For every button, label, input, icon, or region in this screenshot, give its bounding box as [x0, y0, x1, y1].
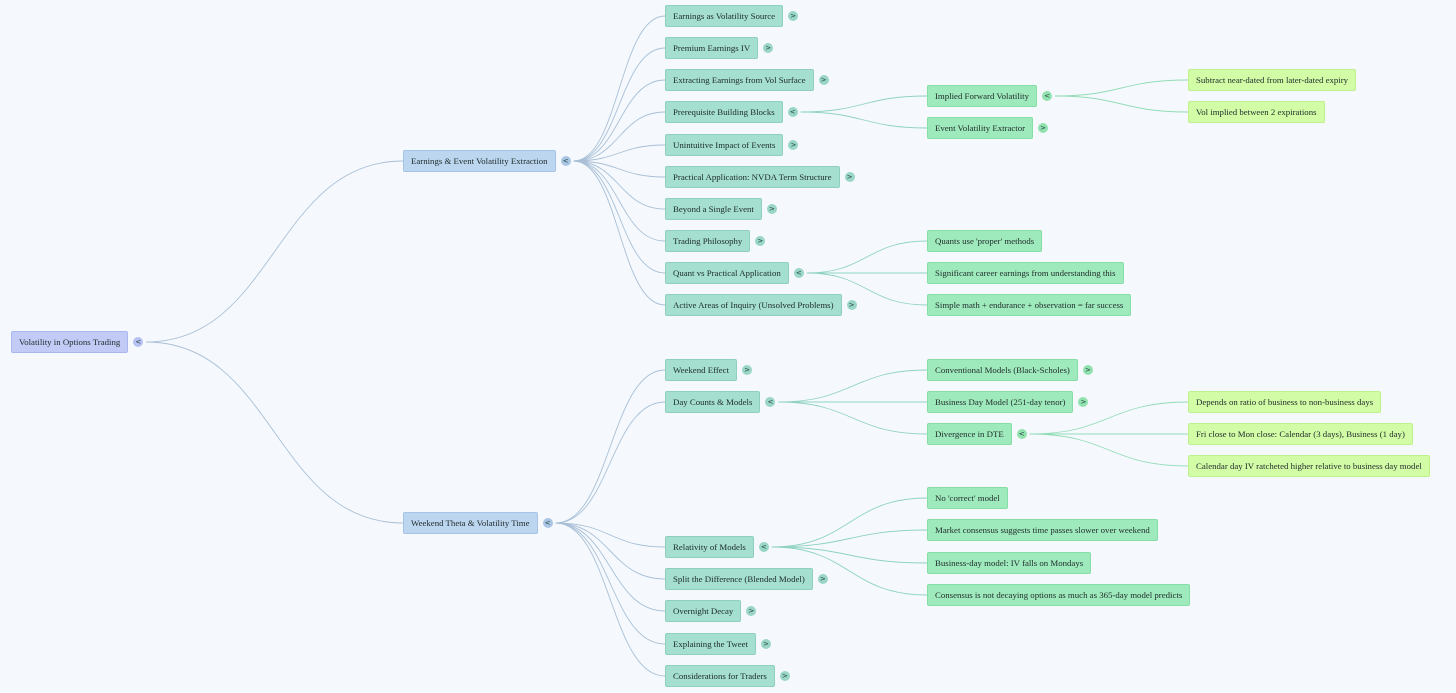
mindmap-link — [771, 546, 928, 596]
mindmap-link — [771, 497, 928, 548]
expand-toggle-icon[interactable]: > — [746, 606, 757, 616]
mindmap-node-weekend-theta-volatility-time[interactable]: Weekend Theta & Volatility Time — [403, 512, 538, 534]
mindmap-link — [555, 369, 666, 524]
mindmap-link — [806, 240, 928, 274]
expand-toggle-icon[interactable]: > — [779, 671, 790, 681]
mindmap-node-business-day-model-251-day-tenor[interactable]: Business Day Model (251-day tenor) — [927, 391, 1074, 413]
mindmap-link — [800, 111, 928, 129]
expand-toggle-icon[interactable]: > — [818, 75, 829, 85]
mindmap-node-subtract-near-dated-from-later-dated-expiry[interactable]: Subtract near-dated from later-dated exp… — [1188, 69, 1357, 91]
mindmap-link — [146, 341, 404, 524]
mindmap-link — [800, 95, 928, 113]
mindmap-link — [573, 144, 666, 162]
mindmap-node-quant-vs-practical-application[interactable]: Quant vs Practical Application — [665, 262, 789, 284]
mindmap-node-premium-earnings-iv[interactable]: Premium Earnings IV — [665, 37, 759, 59]
mindmap-link — [555, 522, 666, 645]
mindmap-link — [573, 15, 666, 162]
mindmap-link — [555, 401, 666, 524]
mindmap-node-earnings-event-volatility-extraction[interactable]: Earnings & Event Volatility Extraction — [403, 150, 556, 172]
mindmap-node-depends-on-ratio-of-business-to-non-business-day[interactable]: Depends on ratio of business to non-busi… — [1188, 391, 1382, 413]
mindmap-node-significant-career-earnings-from-understanding-t[interactable]: Significant career earnings from underst… — [927, 262, 1124, 284]
mindmap-link — [573, 160, 666, 242]
mindmap-node-beyond-a-single-event[interactable]: Beyond a Single Event — [665, 198, 762, 220]
mindmap-link — [555, 522, 666, 580]
mindmap-node-consensus-is-not-decaying-options-as-much-as-365[interactable]: Consensus is not decaying options as muc… — [927, 584, 1191, 606]
mindmap-link — [1054, 95, 1189, 113]
mindmap-node-weekend-effect[interactable]: Weekend Effect — [665, 359, 738, 381]
mindmap-node-day-counts-models[interactable]: Day Counts & Models — [665, 391, 761, 413]
collapse-toggle-icon[interactable]: < — [1016, 429, 1027, 439]
mindmap-link — [771, 529, 928, 548]
mindmap-node-overnight-decay[interactable]: Overnight Decay — [665, 600, 742, 622]
collapse-toggle-icon[interactable]: < — [560, 156, 571, 166]
expand-toggle-icon[interactable]: > — [755, 236, 766, 246]
mindmap-link — [573, 160, 666, 210]
mindmap-link — [771, 546, 928, 564]
mindmap-link — [1029, 433, 1189, 467]
mindmap-node-relativity-of-models[interactable]: Relativity of Models — [665, 536, 754, 558]
expand-toggle-icon[interactable]: > — [1078, 397, 1089, 407]
mindmap-link — [555, 522, 666, 548]
mindmap-link — [573, 111, 666, 162]
mindmap-link — [573, 79, 666, 162]
expand-toggle-icon[interactable]: > — [763, 43, 774, 53]
mindmap-node-extracting-earnings-from-vol-surface[interactable]: Extracting Earnings from Vol Surface — [665, 69, 814, 91]
mindmap-link — [1054, 79, 1189, 97]
mindmap-node-vol-implied-between-2-expirations[interactable]: Vol implied between 2 expirations — [1188, 101, 1325, 123]
mindmap-node-implied-forward-volatility[interactable]: Implied Forward Volatility — [927, 85, 1037, 107]
mindmap-node-explaining-the-tweet[interactable]: Explaining the Tweet — [665, 633, 756, 655]
mindmap-link — [778, 369, 928, 403]
mindmap-link — [1029, 401, 1189, 435]
mindmap-link — [573, 160, 666, 178]
mindmap-link — [146, 160, 404, 343]
expand-toggle-icon[interactable]: > — [742, 365, 753, 375]
collapse-toggle-icon[interactable]: < — [793, 268, 804, 278]
expand-toggle-icon[interactable]: > — [760, 639, 771, 649]
mindmap-node-trading-philosophy[interactable]: Trading Philosophy — [665, 230, 751, 252]
mindmap-node-divergence-in-dte[interactable]: Divergence in DTE — [927, 423, 1012, 445]
collapse-toggle-icon[interactable]: < — [758, 542, 769, 552]
mindmap-node-active-areas-of-inquiry-unsolved-problems[interactable]: Active Areas of Inquiry (Unsolved Proble… — [665, 294, 842, 316]
mindmap-node-practical-application-nvda-term-structure[interactable]: Practical Application: NVDA Term Structu… — [665, 166, 840, 188]
mindmap-link — [806, 272, 928, 306]
expand-toggle-icon[interactable]: > — [1038, 123, 1049, 133]
collapse-toggle-icon[interactable]: < — [542, 518, 553, 528]
expand-toggle-icon[interactable]: > — [788, 140, 799, 150]
mindmap-node-considerations-for-traders[interactable]: Considerations for Traders — [665, 665, 775, 687]
mindmap-node-market-consensus-suggests-time-passes-slower-ove[interactable]: Market consensus suggests time passes sl… — [927, 519, 1158, 541]
expand-toggle-icon[interactable]: > — [788, 11, 799, 21]
mindmap-link — [555, 522, 666, 677]
mindmap-node-simple-math-endurance-observation-far-success[interactable]: Simple math + endurance + observation = … — [927, 294, 1132, 316]
expand-toggle-icon[interactable]: > — [846, 300, 857, 310]
mindmap-link — [573, 160, 666, 306]
mindmap-node-business-day-model-iv-falls-on-mondays[interactable]: Business-day model: IV falls on Mondays — [927, 552, 1092, 574]
expand-toggle-icon[interactable]: > — [817, 574, 828, 584]
mindmap-node-unintuitive-impact-of-events[interactable]: Unintuitive Impact of Events — [665, 134, 784, 156]
collapse-toggle-icon[interactable]: < — [787, 107, 798, 117]
mindmap-link — [555, 522, 666, 612]
collapse-toggle-icon[interactable]: < — [133, 337, 144, 347]
mindmap-node-conventional-models-black-scholes[interactable]: Conventional Models (Black-Scholes) — [927, 359, 1078, 381]
mindmap-node-fri-close-to-mon-close-calendar-3-days-business-[interactable]: Fri close to Mon close: Calendar (3 days… — [1188, 423, 1413, 445]
expand-toggle-icon[interactable]: > — [766, 204, 777, 214]
mindmap-node-split-the-difference-blended-model[interactable]: Split the Difference (Blended Model) — [665, 568, 813, 590]
mindmap-node-no-correct-model[interactable]: No 'correct' model — [927, 487, 1008, 509]
mindmap-node-prerequisite-building-blocks[interactable]: Prerequisite Building Blocks — [665, 101, 783, 123]
mindmap-link — [778, 401, 928, 435]
expand-toggle-icon[interactable]: > — [1082, 365, 1093, 375]
collapse-toggle-icon[interactable]: < — [765, 397, 776, 407]
collapse-toggle-icon[interactable]: < — [1042, 91, 1052, 101]
mindmap-link — [573, 160, 666, 274]
expand-toggle-icon[interactable]: > — [844, 172, 855, 182]
mindmap-node-earnings-as-volatility-source[interactable]: Earnings as Volatility Source — [665, 5, 784, 27]
mindmap-node-quants-use-proper-methods[interactable]: Quants use 'proper' methods — [927, 230, 1043, 252]
mindmap-link — [573, 47, 666, 162]
mindmap-node-volatility-in-options-trading[interactable]: Volatility in Options Trading — [11, 331, 129, 353]
mindmap-node-event-volatility-extractor[interactable]: Event Volatility Extractor — [927, 117, 1034, 139]
mindmap-node-calendar-day-iv-ratcheted-higher-relative-to-bus[interactable]: Calendar day IV ratcheted higher relativ… — [1188, 455, 1430, 477]
